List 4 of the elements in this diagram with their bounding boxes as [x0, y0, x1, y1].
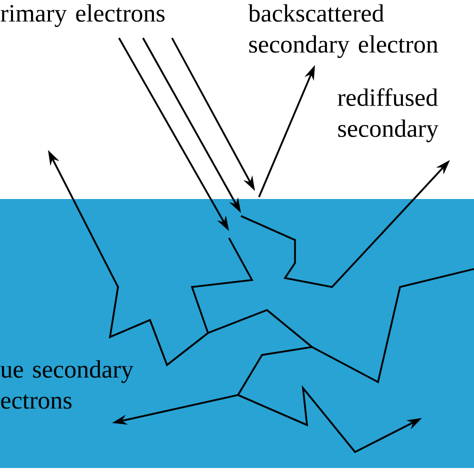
callout-label: rimary electrons [0, 4, 165, 27]
callout-label: rediffused secondary [338, 88, 438, 142]
callout-label: backscattered secondary electron [248, 4, 438, 58]
callout-label: ue secondary ectrons [0, 360, 134, 409]
